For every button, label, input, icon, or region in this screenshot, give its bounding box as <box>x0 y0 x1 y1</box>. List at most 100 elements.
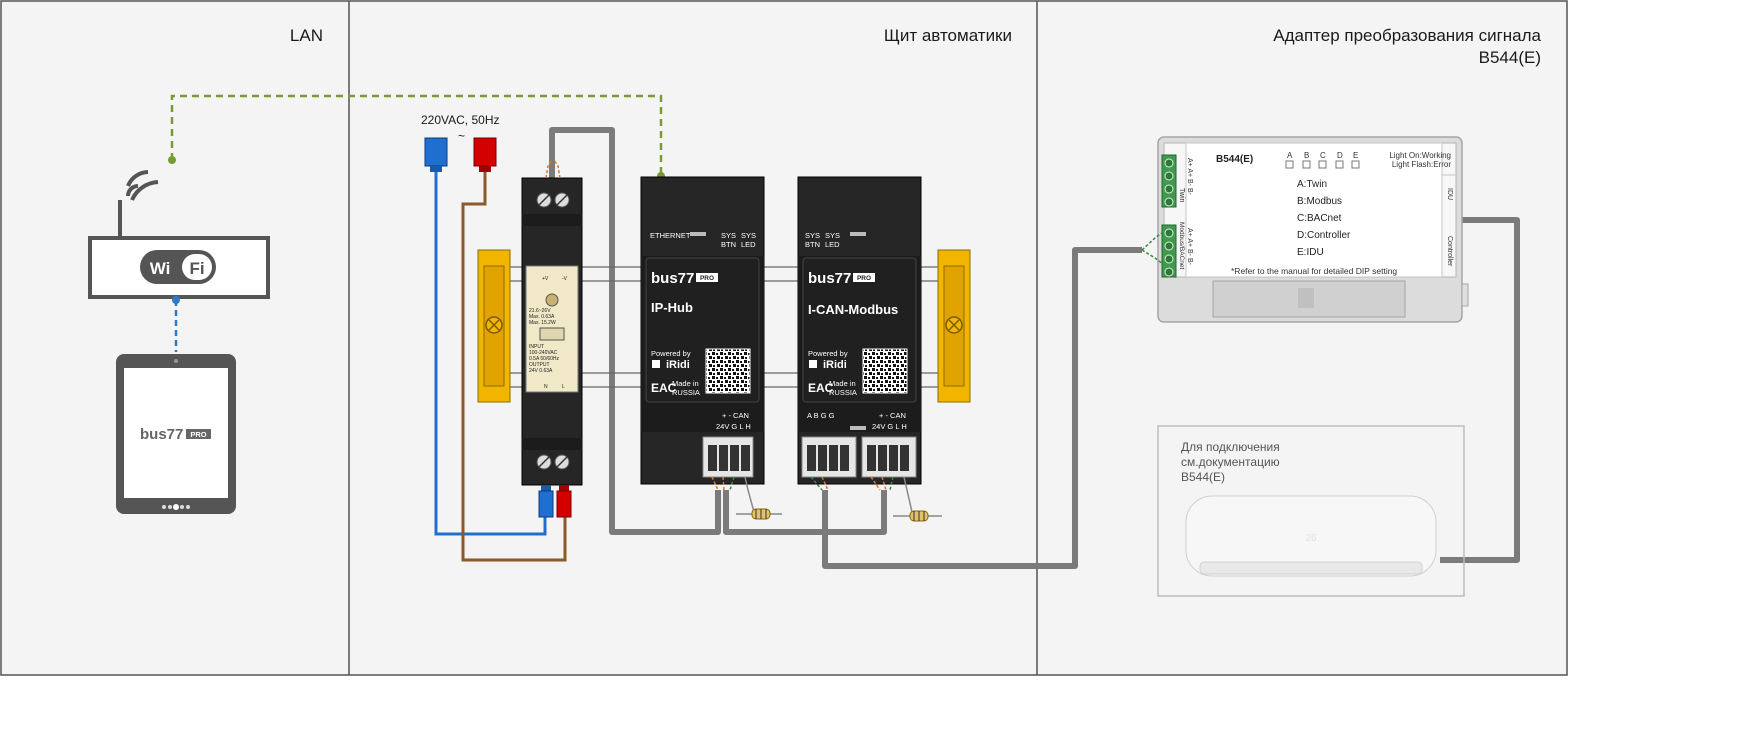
ican-name: I-CAN-Modbus <box>808 302 898 317</box>
tablet-logo: bus77 <box>140 426 183 443</box>
ican-btn: BTN <box>805 240 820 249</box>
din-clamp-left <box>477 249 511 403</box>
dip-switch-b <box>1302 160 1311 169</box>
ip-hub-made-in: Made in <box>672 379 699 388</box>
ican-wire-plus <box>870 476 881 491</box>
mode-modbus: B:Modbus <box>1297 196 1342 207</box>
dip-switch-d <box>1335 160 1344 169</box>
dip-switch-e <box>1351 160 1360 169</box>
ip-hub-wire-canl <box>729 476 735 491</box>
zone-title-lan: LAN <box>290 26 323 45</box>
adapter-light-on: Light On:Working <box>1389 151 1451 160</box>
psu-plug-neutral <box>538 485 554 518</box>
ip-hub: ETHERNET SYS BTN SYS LED bus77 PRO IP-Hu… <box>640 176 765 485</box>
qr-code <box>705 348 751 394</box>
ican-iridi: iRidi <box>823 359 847 371</box>
twin-label: Twin <box>1178 188 1185 203</box>
ip-hub-logo-pro: PRO <box>700 275 714 282</box>
psu-out-wire-2 <box>553 159 561 179</box>
ican-eac: EAC <box>808 381 834 395</box>
ican-sys1: SYS <box>805 231 820 240</box>
tablet: bus77 PRO <box>116 354 236 514</box>
wifi-link-endpoint <box>172 296 180 304</box>
wire-line <box>461 172 567 562</box>
led-indicator-icon <box>850 232 866 236</box>
ican-wire-canh <box>903 476 913 513</box>
mode-bacnet: C:BACnet <box>1297 213 1342 224</box>
psu-spec-5: 100-240VAC <box>529 350 558 356</box>
idu-label: IDU <box>1446 188 1453 200</box>
wifi-label-fi: Fi <box>189 259 204 278</box>
ip-hub-btn: BTN <box>721 240 736 249</box>
adapter-note: *Refer to the manual for detailed DIP se… <box>1231 266 1397 276</box>
adapter-model: B544(E) <box>1216 154 1253 165</box>
ican-made-in: Made in <box>829 379 856 388</box>
dip-letter-b: B <box>1304 151 1309 160</box>
ip-hub-powered-by: Powered by <box>651 349 691 358</box>
resistor-ican <box>893 510 942 522</box>
ican-term-left: A B G G <box>807 411 835 420</box>
power-plug-line <box>473 137 497 172</box>
modbus-label: Modbus/BACnet <box>1178 222 1185 270</box>
lan-cable <box>170 94 663 176</box>
psu-spec-2: Max. 0.63A <box>529 314 555 320</box>
wifi-label-wi: Wi <box>150 259 171 278</box>
iridi-icon <box>652 360 660 368</box>
psu-plug-line <box>556 485 572 518</box>
modbus-wire-a <box>1141 231 1164 251</box>
ip-hub-sys1: SYS <box>721 231 736 240</box>
ac-note-line1: Для подключения <box>1181 440 1280 454</box>
modbus-pins: A+ A+ B- B- <box>1186 228 1193 266</box>
psu-spec-1: 21.6~26V <box>529 308 551 314</box>
power-label: 220VAC, 50Hz <box>421 113 500 127</box>
ip-hub-logo: bus77 <box>651 270 694 287</box>
controller-label: Controller <box>1446 236 1453 267</box>
diagram-svg: LAN Щит автоматики Адаптер преобразовани… <box>0 0 1568 676</box>
ac-note-line3: B544(E) <box>1181 470 1225 484</box>
lan-endpoint-router <box>168 156 176 164</box>
power-plug-neutral <box>424 137 448 172</box>
psu-spec-3: Max. 15.2W <box>529 320 556 326</box>
terminal-twin <box>1161 154 1177 208</box>
tablet-logo-pro: PRO <box>190 430 206 439</box>
zone-title-adapter: Адаптер преобразования сигнала <box>1273 26 1541 45</box>
power-supply: +V -V 21.6~26V Max. 0.63A Max. 15.2W INP… <box>521 177 583 486</box>
dip-switch-c <box>1318 160 1327 169</box>
zone-title-adapter-model: B544(E) <box>1479 48 1541 67</box>
ican-logo-pro: PRO <box>857 275 871 282</box>
ac-note-line2: см.документацию <box>1181 455 1280 469</box>
cable-power-bus <box>549 127 721 535</box>
psu-spec-8: 24V 0.63A <box>529 368 553 374</box>
ican-term-right-bottom: 24V G L H <box>872 422 907 431</box>
zone-title-panel: Щит автоматики <box>884 26 1012 45</box>
mode-twin: A:Twin <box>1297 179 1327 190</box>
ip-hub-russia: RUSSIA <box>672 388 700 397</box>
ip-hub-term-top: + - CAN <box>722 411 749 420</box>
ip-hub-wire-minus <box>722 476 725 491</box>
ac-unit-box: Для подключения см.документацию B544(E) … <box>1157 425 1465 597</box>
modbus-wire-b <box>1141 249 1164 265</box>
ican-sys2: SYS <box>825 231 840 240</box>
wire-neutral <box>434 172 547 536</box>
ip-hub-ethernet-label: ETHERNET <box>650 231 691 240</box>
ican-logo: bus77 <box>808 270 851 287</box>
ac-unit-icon <box>1185 495 1437 577</box>
mode-controller: D:Controller <box>1297 230 1351 241</box>
psu-out-wire-1 <box>545 159 553 179</box>
latch-icon <box>1298 288 1314 308</box>
ip-hub-sys2: SYS <box>741 231 756 240</box>
ican-wire-minus <box>881 476 887 491</box>
iridi-icon <box>809 360 817 368</box>
i-can-modbus: SYS BTN SYS LED bus77 PRO I-CAN-Modbus P… <box>797 176 922 485</box>
psu-l: L <box>562 384 565 390</box>
mode-idu: E:IDU <box>1297 247 1324 258</box>
ip-hub-wire-plus <box>711 476 719 491</box>
power-symbol: ~ <box>458 129 465 143</box>
wifi-router: Wi Fi <box>88 170 270 299</box>
psu-spec-6: 0.5A 50/60Hz <box>529 356 560 362</box>
ip-hub-iridi: iRidi <box>666 359 690 371</box>
resistor-ip-hub <box>736 508 782 520</box>
dip-switch-a <box>1285 160 1294 169</box>
ip-hub-wire-canh <box>744 476 755 513</box>
ip-hub-led: LED <box>741 240 756 249</box>
